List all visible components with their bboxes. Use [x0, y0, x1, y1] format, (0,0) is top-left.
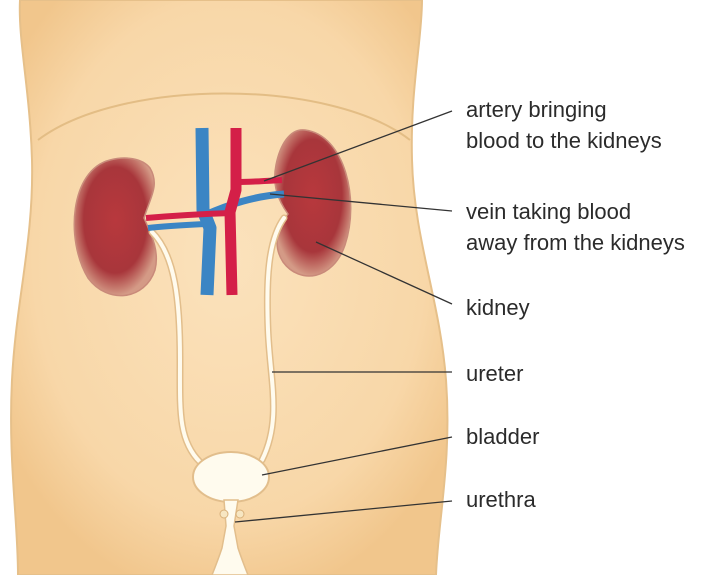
label-bladder: bladder — [466, 421, 539, 452]
label-ureter: ureter — [466, 358, 523, 389]
label-urethra: urethra — [466, 484, 536, 515]
renal-artery-right — [236, 180, 282, 182]
renal-vein-left — [148, 224, 205, 228]
label-artery: artery bringing blood to the kidneys — [466, 94, 662, 156]
label-vein: vein taking blood away from the kidneys — [466, 196, 685, 258]
label-artery-line-2: blood to the kidneys — [466, 125, 662, 156]
label-kidney: kidney — [466, 292, 530, 323]
bladder — [193, 452, 269, 502]
label-artery-line-1: artery bringing — [466, 94, 662, 125]
label-vein-line-2: away from the kidneys — [466, 227, 685, 258]
left-kidney — [74, 158, 156, 296]
label-vein-line-1: vein taking blood — [466, 196, 685, 227]
